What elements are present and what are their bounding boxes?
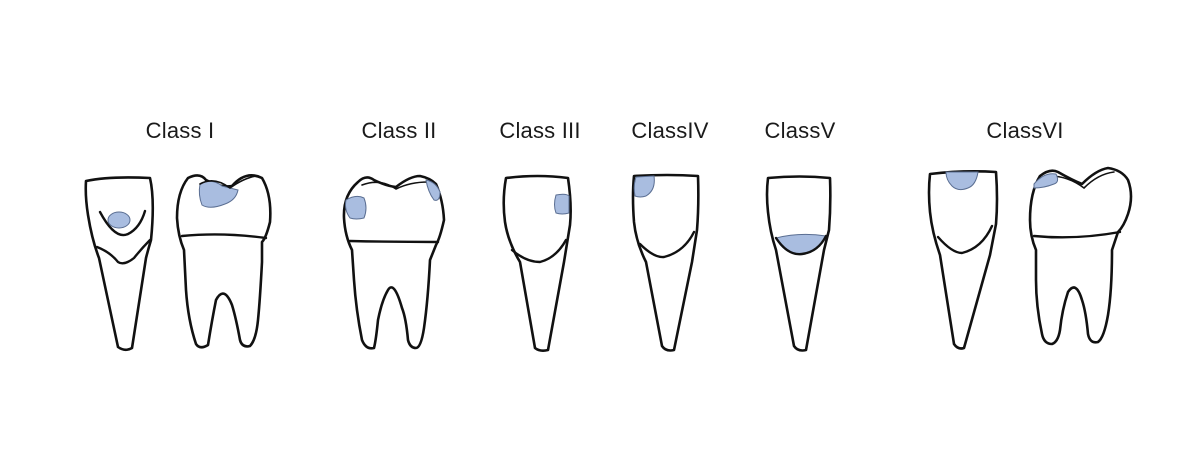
class-vi-incisor-cavity — [945, 171, 979, 191]
class-ii-label: Class II — [361, 118, 437, 143]
class-iv-cavity — [633, 175, 655, 198]
class-ii-molar-icon — [342, 174, 446, 350]
class-iv-incisor-icon — [631, 173, 700, 352]
class-iv-label: ClassIV — [631, 118, 709, 143]
class-iii-cavity — [554, 193, 570, 215]
class-i-molar-cavity — [198, 180, 239, 208]
class-vi-molar-icon — [1028, 166, 1133, 346]
class-vi-label: ClassVI — [986, 118, 1064, 143]
class-vi-incisor-icon — [927, 170, 999, 350]
class-iii-label: Class III — [499, 118, 581, 143]
class-iii-incisor-icon — [502, 174, 572, 352]
class-i-molar-icon — [175, 174, 272, 349]
class-ii-cavity-distal — [425, 179, 441, 201]
class-i-incisor-cavity — [107, 211, 131, 229]
class-ii-cavity-mesial — [345, 195, 367, 220]
class-v-label: ClassV — [764, 118, 836, 143]
class-i-incisor-icon — [84, 176, 155, 352]
class-vi-molar-cavity — [1033, 173, 1059, 189]
class-i-label: Class I — [145, 118, 215, 143]
class-v-incisor-icon — [765, 175, 832, 352]
